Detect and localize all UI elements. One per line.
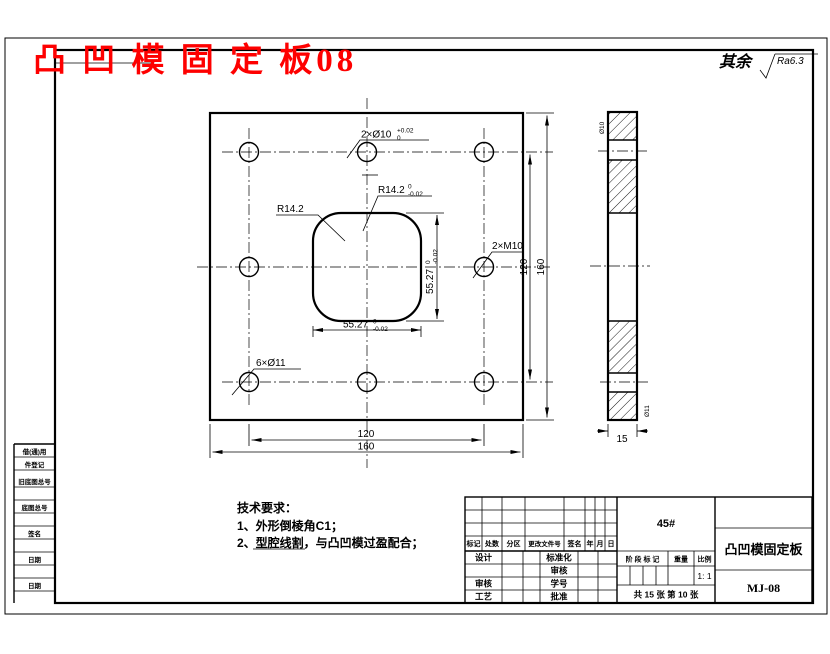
title-block: 标记 处数 分区 更改文件号 签名 年 月 日 设计 审核 工艺 标准化 审核 … [464,496,813,604]
label-inner-radius: R14.2 [276,204,346,242]
side-view: Ø10 Ø11 15 [590,110,651,445]
svg-text:R14.2: R14.2 [277,204,304,215]
svg-text:R14.2: R14.2 [378,185,405,196]
label-thread-holes: 2×M10 [472,241,524,279]
dim-plate-width: 160 [358,442,375,453]
revision-header-cell: 年 [587,539,594,548]
hole [473,256,495,278]
side-view-outline [606,110,639,422]
hole [238,141,260,163]
hole [473,371,495,393]
revision-header-cell: 签名 [567,539,582,548]
svg-text:0: 0 [397,135,401,142]
label-side-hole-bottom: Ø11 [644,405,651,417]
revision-header-cell: 更改文件号 [528,539,561,548]
sign-row-label: 审核 [475,579,493,589]
drawing-number: MJ-08 [747,581,780,595]
drawing-title: 凸 凹 模 固 定 板08 [33,41,357,79]
tech-requirement-item: 1、外形倒棱角C1； [237,518,343,533]
label-inner-radius-tol: R14.2 0 -0.02 [362,184,432,232]
roughness-prefix: 其余 [719,53,754,71]
strip-label: 日期 [28,581,42,590]
svg-text:0: 0 [408,184,412,191]
stage-header-cell: 阶 段 标 记 [626,555,660,564]
label-clearance-holes: 6×Ø11 [231,358,301,396]
revision-header-cell: 处数 [484,539,500,548]
dim-cavity-width: 55.27 0 -0.02 [343,319,388,334]
material-spec: 45# [657,518,675,530]
dimensions: 120 160 120 160 55.27 0 -0.02 55.27 0 -0… [209,112,554,458]
sign-row-label: 工艺 [475,592,493,602]
dim-cavity-height: 55.27 0 -0.02 [425,249,440,294]
tech-requirements: 技术要求： 1、外形倒棱角C1； 2、型腔线割，与凸凹模过盈配合； [237,500,424,550]
strip-label: 签名 [27,529,41,538]
dim-thickness: 15 [616,434,628,445]
svg-text:-0.02: -0.02 [373,326,388,333]
sheet-info: 共 15 张 第 10 张 [634,590,699,600]
tech-requirements-heading: 技术要求： [237,500,297,515]
left-margin-strip: 借(通)用 件登记 旧底图总号 底图总号 签名 日期 日期 [13,443,55,603]
svg-text:2×Ø10: 2×Ø10 [361,130,392,141]
label-top-holes: 2×Ø10 +0.02 0 [346,128,429,159]
part-name: 凸凹模固定板 [724,542,803,557]
svg-text:6×Ø11: 6×Ø11 [256,358,286,369]
dim-hole-span-horizontal: 120 [358,429,375,440]
sign-row-label: 学号 [550,579,568,589]
stage-header-cell: 比例 [698,555,712,564]
hole [356,371,378,393]
svg-text:0: 0 [425,260,432,264]
hole [238,256,260,278]
svg-text:55.27: 55.27 [425,269,436,294]
sign-row-label: 标准化 [545,553,572,563]
dim-hole-span-vertical: 120 [519,258,530,275]
sign-row-label: 批准 [550,592,568,602]
roughness-check-icon [759,53,776,79]
sign-row-label: 设计 [475,553,493,563]
strip-label: 旧底图总号 [18,477,51,486]
svg-text:2×M10: 2×M10 [492,241,523,252]
revision-header-cell: 分区 [507,539,521,548]
svg-text:0: 0 [373,319,377,326]
hole [356,141,378,163]
plate-outline [208,111,525,422]
revision-header-cell: 标记 [466,539,481,548]
label-side-hole-top: Ø10 [599,121,606,134]
tech-requirement-item: 2、型腔线割，与凸凹模过盈配合； [237,535,424,550]
strip-label: 日期 [28,555,42,564]
svg-text:+0.02: +0.02 [397,128,414,135]
svg-text:-0.02: -0.02 [433,249,440,264]
cavity-outline [311,211,423,323]
revision-header-cell: 月 [596,540,604,548]
hole [473,141,495,163]
surface-roughness-note: 其余 Ra6.3 [719,53,818,79]
hole [238,371,260,393]
scale-value: 1: 1 [697,571,711,581]
sign-row-label: 审核 [550,566,568,576]
main-view [197,98,553,468]
svg-text:55.27: 55.27 [343,320,368,331]
dim-plate-height: 160 [536,258,547,275]
border-frame [4,37,828,615]
strip-label: 件登记 [25,460,45,469]
strip-label: 底图总号 [22,503,49,512]
stage-header-cell: 重量 [674,555,688,564]
strip-label: 借(通)用 [22,447,47,456]
svg-text:-0.02: -0.02 [408,191,423,198]
roughness-value: Ra6.3 [777,56,804,67]
revision-header-cell: 日 [608,540,615,548]
